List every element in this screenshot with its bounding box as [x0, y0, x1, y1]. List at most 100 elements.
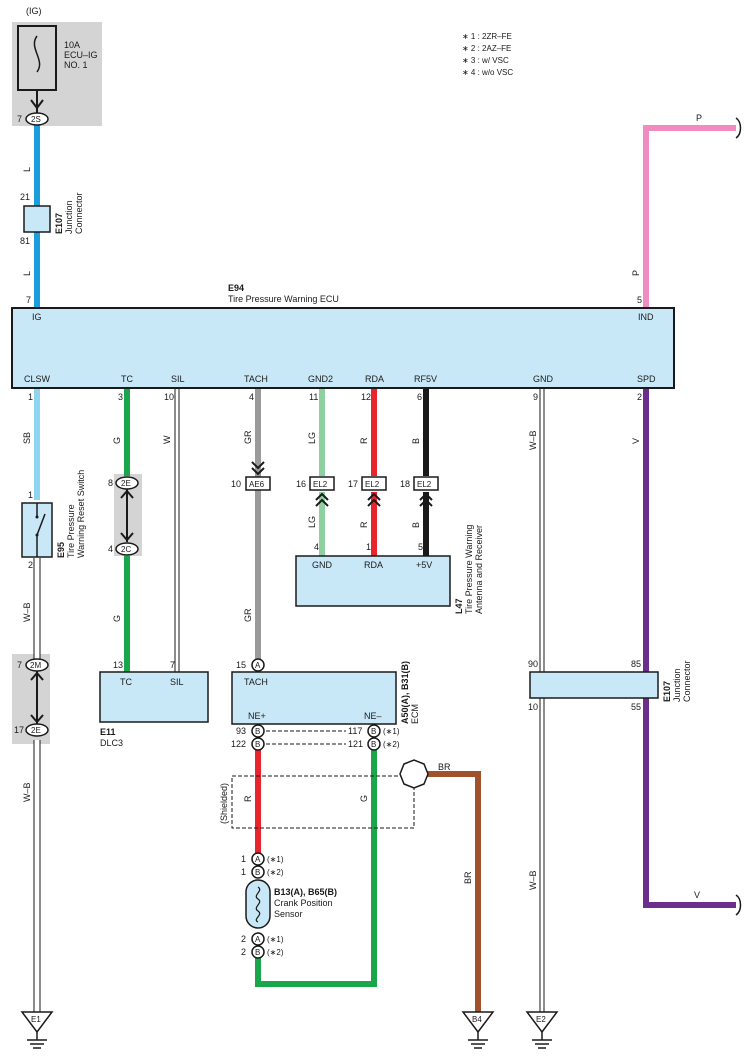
dlc3-pin-sil: 7 — [170, 660, 175, 670]
e107-bot-name-2: Connector — [682, 660, 692, 702]
connector-el2-17 — [361, 476, 387, 491]
wire-v — [643, 388, 736, 908]
e95-code: E95 — [56, 542, 66, 558]
ecm-nem-pin-2: 121 — [348, 739, 363, 749]
wire-ne-minus — [255, 748, 377, 987]
connector-el2-16-label: EL2 — [313, 480, 328, 489]
fuse-name-1: ECU–IG — [64, 50, 98, 60]
e107-bot-pin-out-l: 10 — [528, 702, 538, 712]
chevron-down-icon — [120, 532, 134, 542]
wire-label-wb-gnd-1: W–B — [528, 430, 538, 450]
e95-pin-2: 2 — [28, 560, 33, 570]
ecm-box — [231, 671, 397, 725]
wire-label-w: W — [162, 435, 172, 444]
wire-p-end-label: P — [696, 113, 702, 123]
wire-label-l-2: L — [22, 271, 32, 276]
wire-label-wb-2: W–B — [22, 782, 32, 802]
reset-switch-e95: 1 2 E95 Tire Pressure Warning Reset Swit… — [21, 470, 86, 570]
e95-name-1: Tire Pressure — [66, 504, 76, 558]
crank-top-note-1: (∗1) — [267, 855, 284, 864]
l47-pin-gnd: 4 — [314, 542, 319, 552]
e95-pin-1: 1 — [28, 490, 33, 500]
connector-2c-pin: 4 — [108, 544, 113, 554]
crank-bot-note-1: (∗1) — [267, 935, 284, 944]
crank-bot-pin-1: 2 — [241, 934, 246, 944]
fuse-icon — [33, 35, 41, 73]
ecu-box — [11, 307, 675, 389]
ecu-pin-ig: 7 — [26, 295, 31, 305]
ecu-label-sil: SIL — [171, 374, 185, 384]
note-4: ∗ 4 : w/o VSC — [462, 68, 513, 77]
l47-label-5v: +5V — [416, 560, 432, 570]
ecu-label-ig: IG — [32, 312, 42, 322]
ecu-pin-gnd: 9 — [533, 392, 538, 402]
wire-v-end-label: V — [694, 890, 700, 900]
ground-e1-label: E1 — [31, 1015, 41, 1024]
connector-2e-bot-label: 2E — [31, 726, 41, 735]
connector-2e-top-label: 2E — [121, 479, 131, 488]
ground-e2-icon: E2 — [525, 1011, 559, 1049]
dlc3-label-tc: TC — [120, 677, 132, 687]
wire-label-wb-1: W–B — [22, 602, 32, 622]
ecm-nep-conn-1: B — [255, 727, 260, 736]
fuse-ecu-ig: (IG) 10A ECU–IG NO. 1 — [17, 6, 98, 113]
ground-e2-label: E2 — [536, 1015, 546, 1024]
ecm-label-tach: TACH — [244, 677, 268, 687]
junction-connector-e107-bot: 90 85 10 55 E107 Junction Connector — [528, 659, 692, 712]
wire-label-br-1: BR — [463, 871, 473, 884]
wire-label-lg-1: LG — [307, 432, 317, 444]
dlc3-code: E11 — [100, 727, 116, 737]
crank-bot-conn-2: B — [255, 948, 260, 957]
tire-pressure-warning-ecu: E94 Tire Pressure Warning ECU 7 5 IG IND… — [11, 283, 675, 402]
oval-connectors: 2S 7 2E 8 2C 4 2M 7 2E 17 — [14, 112, 139, 737]
crank-bot-pin-2: 2 — [241, 947, 246, 957]
connector-2s-pin: 7 — [17, 114, 22, 124]
ecm-code: A50(A), B31(B) — [400, 661, 410, 724]
connector-2e-bot — [25, 723, 49, 737]
e107-top-name-1: Junction — [64, 200, 74, 234]
ecu-label-clsw: CLSW — [24, 374, 51, 384]
wire-label-l-1: L — [22, 167, 32, 172]
ground-b4-icon: B4 — [461, 1011, 495, 1049]
note-1: ∗ 1 : 2ZR–FE — [462, 32, 512, 41]
dlc3-box — [99, 671, 209, 723]
connector-2e-top-pin: 8 — [108, 478, 113, 488]
junction-connector-e107-top: 21 81 E107 Junction Connector — [20, 192, 84, 246]
ecu-pin-sil: 10 — [164, 392, 174, 402]
ecu-label-spd: SPD — [637, 374, 656, 384]
wire-label-v: V — [631, 438, 641, 444]
e107-bot-code: E107 — [662, 681, 672, 702]
wire-label-b-2: B — [411, 522, 421, 528]
ecu-pin-clsw: 1 — [28, 392, 33, 402]
connector-el2-18 — [413, 476, 439, 491]
e107-top-pin-out: 81 — [20, 236, 30, 246]
l47-box — [295, 555, 451, 607]
l47-pin-rda: 1 — [366, 542, 371, 552]
notes-legend: ∗ 1 : 2ZR–FE ∗ 2 : 2AZ–FE ∗ 3 : w/ VSC ∗… — [462, 32, 513, 77]
ecm-label-ne-plus: NE+ — [248, 711, 266, 721]
connector-el2-17-label: EL2 — [365, 480, 380, 489]
ecu-label-gnd: GND — [533, 374, 554, 384]
wires — [33, 122, 736, 1012]
wire-label-wb-gnd-2: W–B — [528, 870, 538, 890]
e107-bot-pin-in-l: 90 — [528, 659, 538, 669]
chevron-up-icon — [120, 489, 134, 499]
l47-label-gnd: GND — [312, 560, 333, 570]
ecu-label-tach: TACH — [244, 374, 268, 384]
connector-el2-18-label: EL2 — [417, 480, 432, 489]
wire-label-br-2: BR — [438, 762, 451, 772]
ecu-pin-tach: 4 — [249, 392, 254, 402]
connector-2m-pin: 7 — [17, 660, 22, 670]
ecu-pin-spd: 2 — [637, 392, 642, 402]
connector-el2-17-pin: 17 — [348, 479, 358, 489]
wire-label-r-2: R — [359, 521, 369, 528]
wire-label-b-1: B — [411, 438, 421, 444]
dlc3-name: DLC3 — [100, 738, 123, 748]
ecu-label-rda: RDA — [365, 374, 384, 384]
connector-2c — [115, 542, 139, 556]
l47-name-2: Antenna and Receiver — [474, 525, 484, 614]
ecm-nep-pin-1: 93 — [236, 726, 246, 736]
connector-ae6-label: AE6 — [249, 480, 265, 489]
ecm-pin-tach: 15 — [236, 660, 246, 670]
ecm-nep-pin-2: 122 — [231, 739, 246, 749]
